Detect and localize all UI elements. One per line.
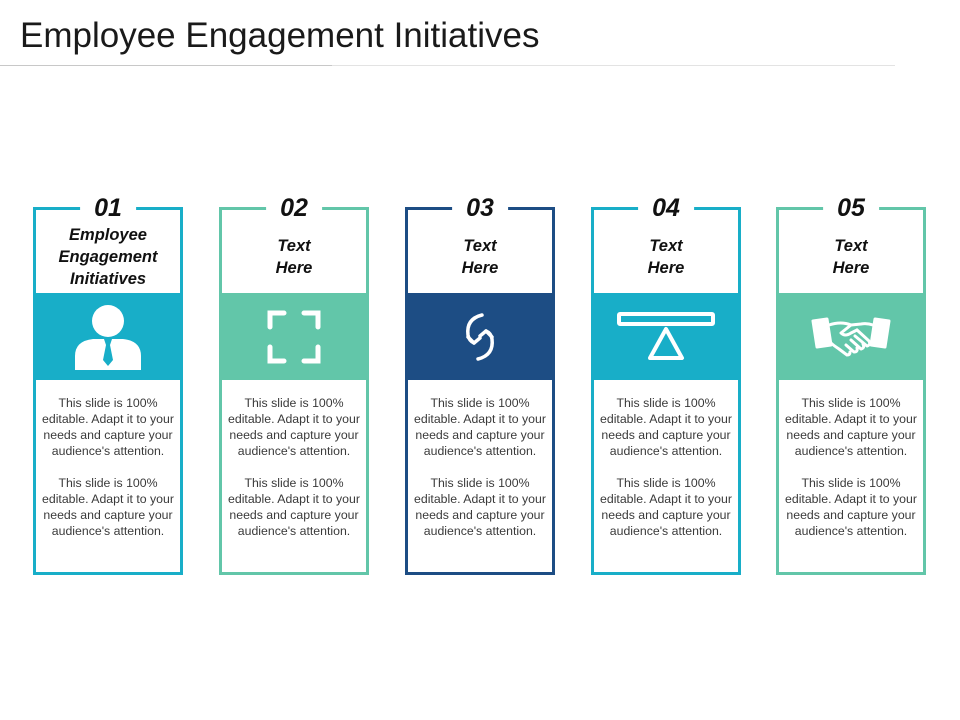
card-heading-line: Engagement [58,248,158,266]
card-number: 03 [452,193,508,223]
balance-seesaw-icon [616,309,716,365]
slide-title: Employee Engagement Initiatives [20,16,540,55]
card-paragraph: This slide is 100% editable. Adapt it to… [785,396,917,458]
card-heading: Text Here [594,222,738,292]
card-heading-line: Text [463,237,497,255]
card-body: This slide is 100% editable. Adapt it to… [414,395,546,539]
card-paragraph: This slide is 100% editable. Adapt it to… [414,396,546,458]
card-icon-band [36,293,180,380]
employee-person-icon [73,304,143,370]
card-heading: Employee Engagement Initiatives [36,222,180,292]
card-paragraph: This slide is 100% editable. Adapt it to… [42,476,174,538]
card-body: This slide is 100% editable. Adapt it to… [600,395,732,539]
card-heading-line: Here [275,259,313,277]
card-heading-line: Here [461,259,499,277]
card-heading: Text Here [779,222,923,292]
card-paragraph: This slide is 100% editable. Adapt it to… [228,476,360,538]
handshake-icon [811,315,891,359]
title-divider-accent [0,65,332,66]
card-heading-line: Initiatives [69,270,147,288]
card-paragraph: This slide is 100% editable. Adapt it to… [785,476,917,538]
initiative-card-05: 05 Text Here This slide is 100% editable… [776,193,926,575]
card-paragraph: This slide is 100% editable. Adapt it to… [600,396,732,458]
card-heading-line: Text [649,237,683,255]
card-paragraph: This slide is 100% editable. Adapt it to… [414,476,546,538]
card-number: 05 [823,193,879,223]
card-icon-band [222,293,366,380]
card-heading: Text Here [408,222,552,292]
card-body: This slide is 100% editable. Adapt it to… [228,395,360,539]
card-number: 01 [80,193,136,223]
initiative-card-02: 02 Text Here This slide is 100% editable… [219,193,369,575]
card-icon-band [779,293,923,380]
card-paragraph: This slide is 100% editable. Adapt it to… [600,476,732,538]
card-heading-line: Here [647,259,685,277]
initiative-card-03: 03 Text Here This slide is 100% editable… [405,193,555,575]
card-number: 04 [638,193,694,223]
card-body: This slide is 100% editable. Adapt it to… [42,395,174,539]
card-body: This slide is 100% editable. Adapt it to… [785,395,917,539]
initiative-card-01: 01 Employee Engagement Initiatives This … [33,193,183,575]
card-paragraph: This slide is 100% editable. Adapt it to… [228,396,360,458]
card-heading-line: Text [834,237,868,255]
card-number: 02 [266,193,322,223]
card-paragraph: This slide is 100% editable. Adapt it to… [42,396,174,458]
title-divider [0,65,895,66]
card-heading: Text Here [222,222,366,292]
card-icon-band [408,293,552,380]
card-icon-band [594,293,738,380]
initiative-card-04: 04 Text Here This slide is 100% editable… [591,193,741,575]
card-heading-line: Employee [69,226,147,244]
refresh-cycle-icon [458,309,502,365]
card-heading-line: Here [832,259,870,277]
card-heading-line: Text [277,237,311,255]
focus-frame-icon [266,309,322,365]
